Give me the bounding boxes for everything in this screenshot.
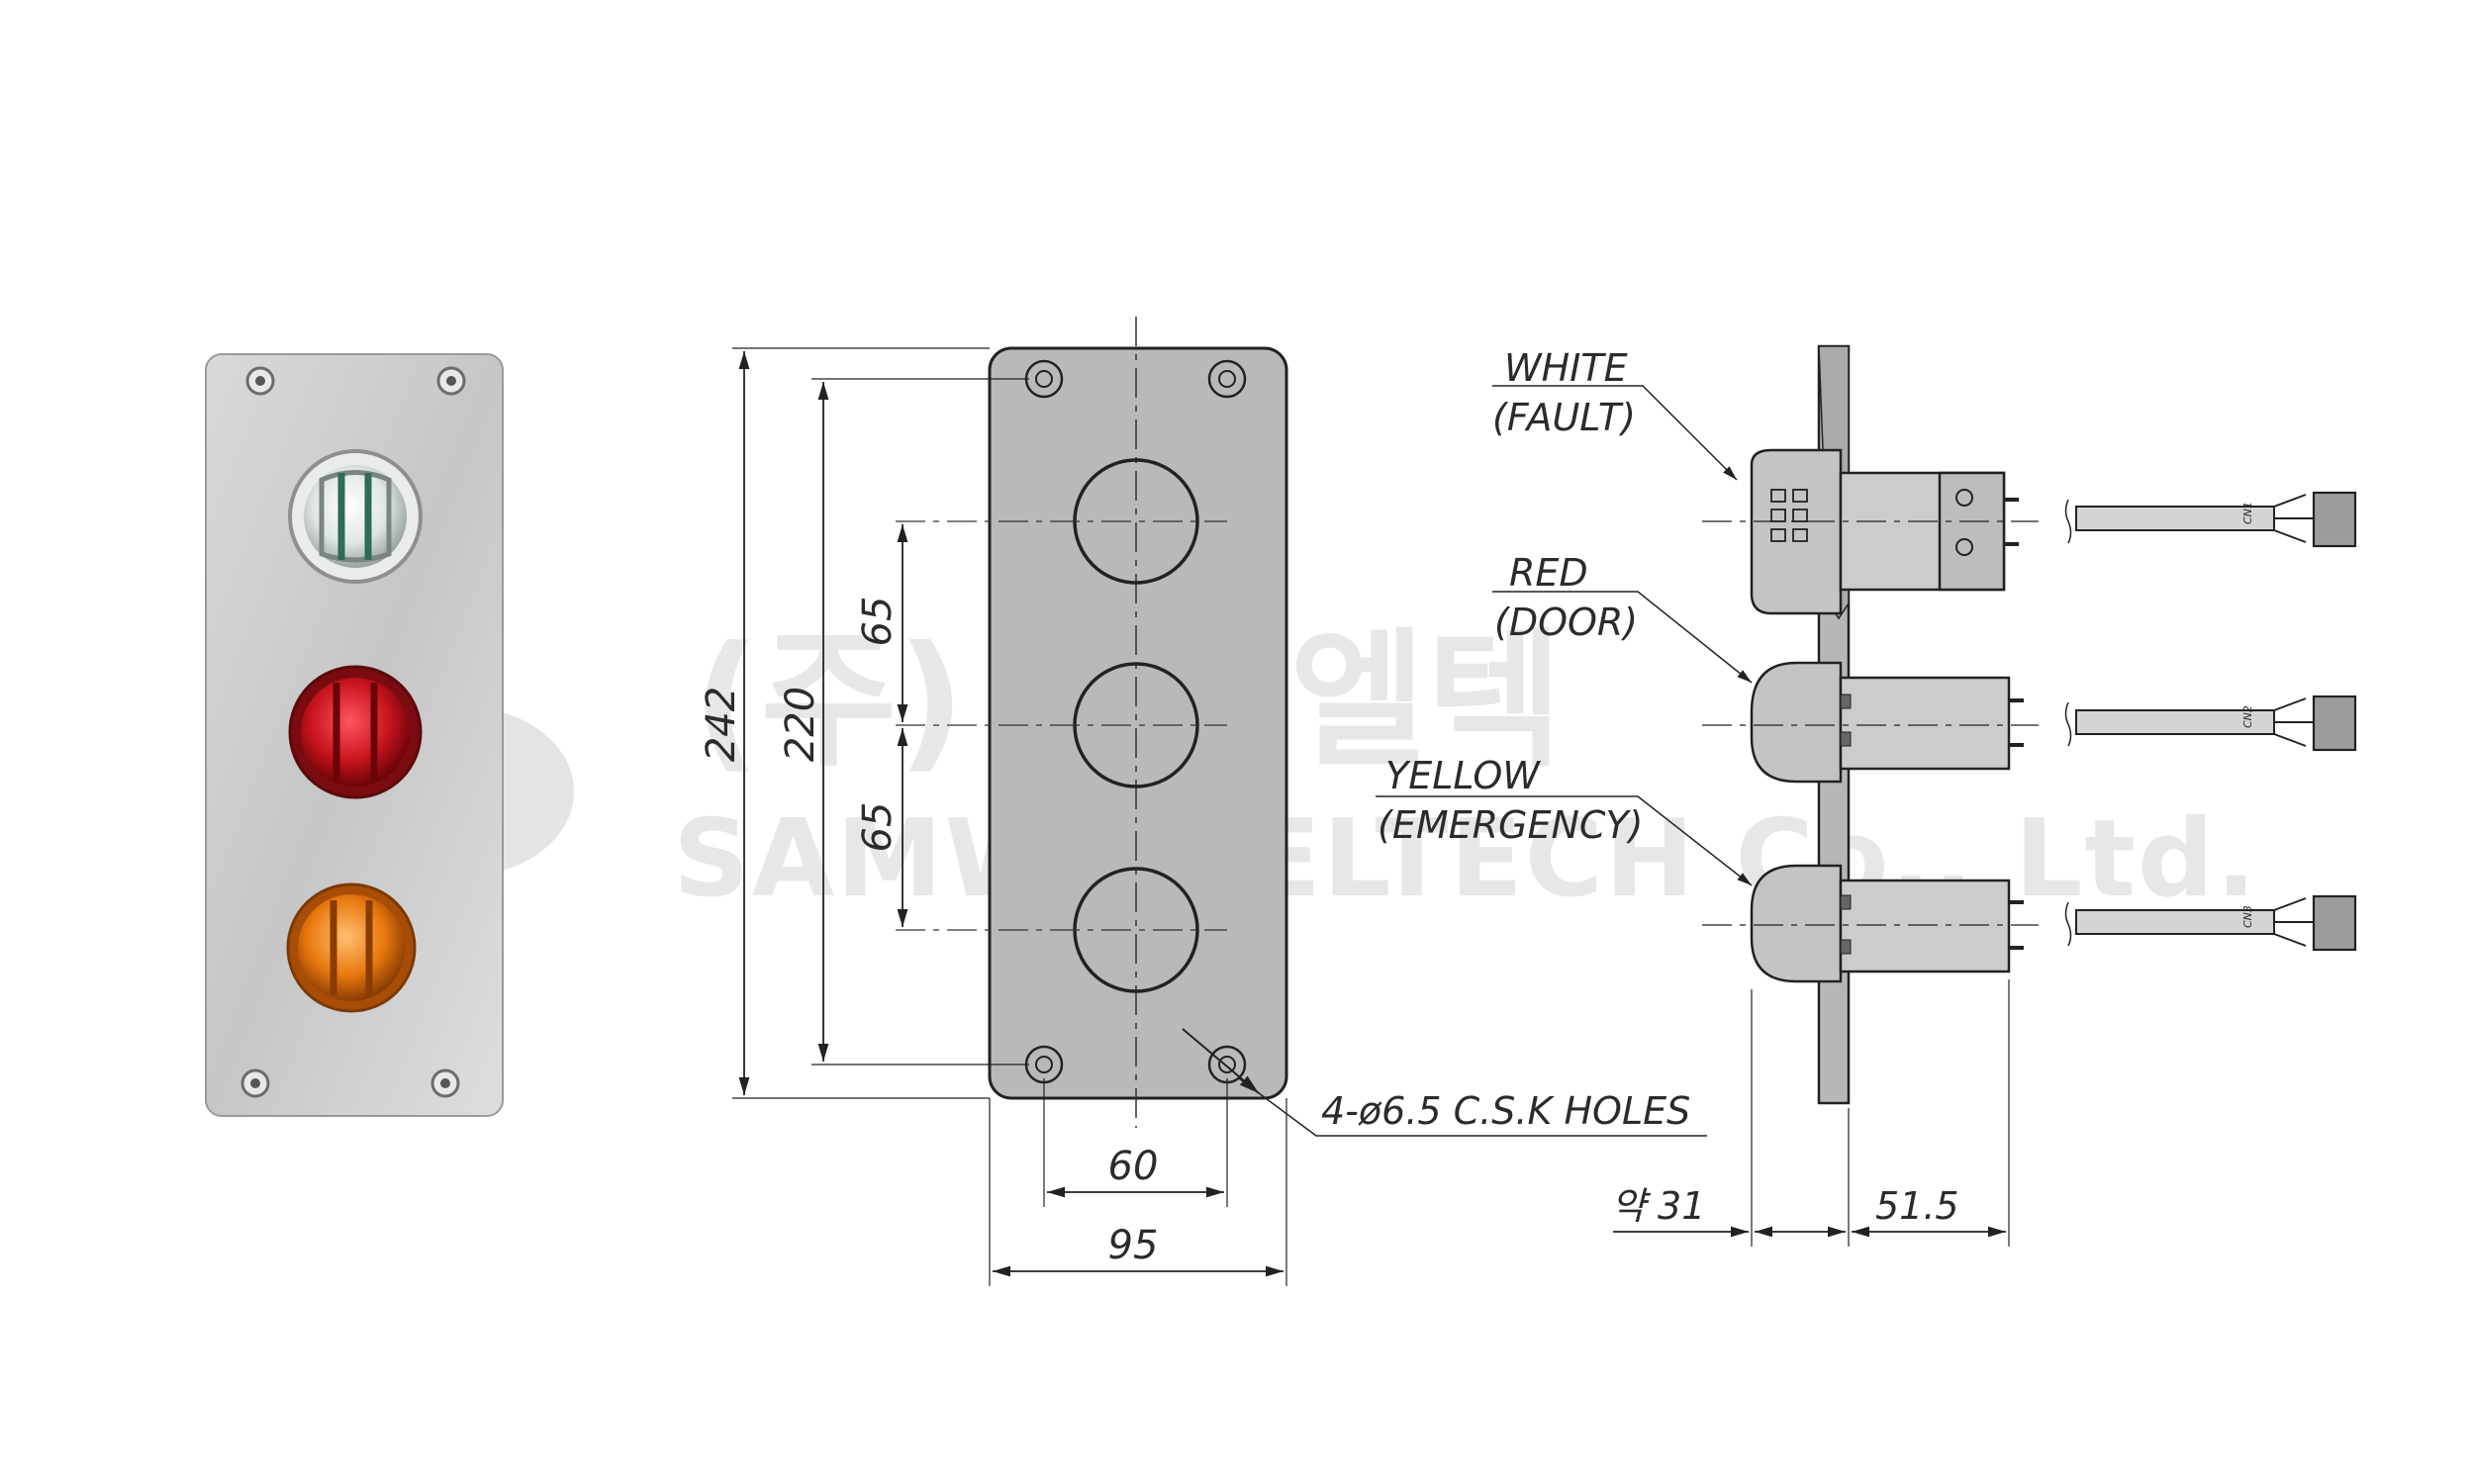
connector-icon <box>2312 491 2357 548</box>
dimension-95-label: 95 <box>1108 1223 1159 1268</box>
dimension-65-lower-label: 65 <box>855 802 901 853</box>
yellow-sublabel: (EMERGENCY) <box>1378 803 1644 847</box>
yellow-lamp <box>286 882 417 1013</box>
cable-1 <box>2064 491 2357 548</box>
white-lamp-body <box>1750 448 1843 615</box>
connector-label: CN3 <box>2241 905 2254 928</box>
white-label: WHITE <box>1504 346 1628 390</box>
yellow-lamp-body <box>1750 864 1843 983</box>
holes-leader-line <box>1238 1077 1707 1137</box>
red-lamp <box>288 665 423 799</box>
connector-label: CN2 <box>2241 705 2254 728</box>
white-lamp <box>288 449 423 584</box>
dimension-60-label: 60 <box>1108 1144 1159 1189</box>
screw-icon <box>436 366 466 396</box>
yellow-leader <box>1376 795 1753 886</box>
yellow-label: YELLOW <box>1385 754 1541 797</box>
white-sublabel: (FAULT) <box>1492 396 1636 439</box>
red-lamp-body <box>1750 661 1843 784</box>
red-label: RED <box>1509 551 1588 595</box>
dimension-65-upper-label: 65 <box>855 597 901 647</box>
white-leader <box>1492 385 1738 481</box>
dimension-242-label: 242 <box>699 687 744 762</box>
faceplate-outline <box>988 346 1288 1100</box>
dimension-31-label: 약 31 <box>1611 1184 1705 1228</box>
screw-icon <box>245 366 275 396</box>
front-view <box>732 317 1707 1286</box>
connector-icon <box>2312 894 2357 952</box>
mounting-hole <box>1207 359 1247 399</box>
dimension-220-label: 220 <box>778 687 823 762</box>
red-leader <box>1492 591 1753 684</box>
dimension-51-5-label: 51.5 <box>1875 1184 1959 1228</box>
screw-icon <box>430 1068 460 1098</box>
screw-icon <box>240 1068 270 1098</box>
connector-icon <box>2312 695 2357 752</box>
cable-3 <box>2064 894 2357 952</box>
cable-2 <box>2064 695 2357 752</box>
side-view <box>1376 344 2357 1247</box>
red-sublabel: (DOOR) <box>1494 601 1638 644</box>
connector-label: CN1 <box>2241 502 2254 524</box>
product-photo <box>205 353 504 1117</box>
holes-note: 4-ø6.5 C.S.K HOLES <box>1321 1089 1690 1133</box>
